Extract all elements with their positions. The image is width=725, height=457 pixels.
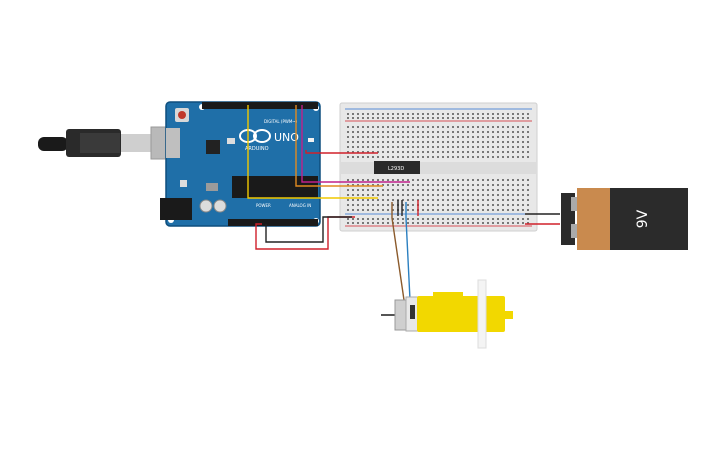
l293d-chip[interactable] (374, 161, 420, 174)
usb-cable (38, 126, 180, 160)
wires (247, 105, 560, 301)
analog-label: ANALOG IN (289, 203, 311, 208)
power-jack (160, 198, 192, 220)
arduino-model: UNO (274, 131, 299, 144)
breadboard-holes (347, 113, 529, 224)
dc-motor[interactable] (381, 279, 513, 349)
breadboard[interactable]: L293D (339, 102, 538, 232)
wire-yellow[interactable] (247, 105, 378, 199)
digital-header[interactable] (202, 102, 318, 109)
wire-blue-motor[interactable] (405, 202, 411, 301)
wire-red-enable[interactable] (305, 150, 378, 154)
arduino-board[interactable]: ARDUINO UNO DIGITAL (PWM~) POWER ANALOG … (160, 101, 321, 227)
battery-label: 9V (635, 209, 651, 228)
digital-label: DIGITAL (PWM~) (264, 119, 298, 124)
wire-orange[interactable] (295, 105, 383, 187)
arduino-logo-text: ARDUINO (245, 146, 269, 152)
power-label: POWER (256, 203, 271, 208)
chip-label: L293D (388, 166, 404, 172)
battery-9v[interactable]: 9V (561, 188, 688, 250)
wire-brown-motor[interactable] (391, 202, 405, 301)
wire-magenta[interactable] (301, 105, 410, 183)
power-analog-header[interactable] (228, 219, 318, 226)
atmega-chip (232, 176, 318, 198)
wire-black-gnd[interactable] (265, 216, 352, 243)
